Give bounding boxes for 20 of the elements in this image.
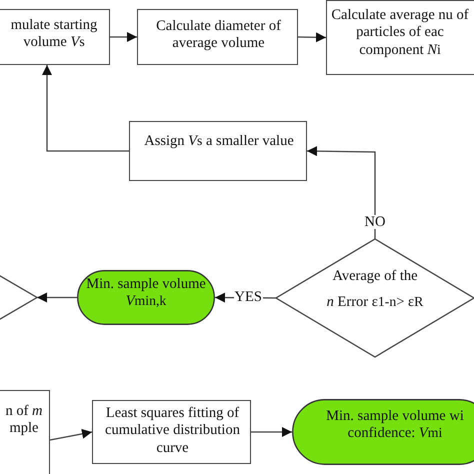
edge-label: YES <box>234 290 263 304</box>
process-box <box>129 121 307 181</box>
node-text: Average of the <box>331 268 419 286</box>
terminal-pill <box>292 399 474 465</box>
process-box <box>137 9 298 65</box>
process-box <box>326 0 474 75</box>
node-text: Least squares fitting of cumulative distribution curve <box>104 405 241 458</box>
arrow <box>307 146 376 239</box>
arrow <box>42 65 129 152</box>
arrow <box>50 428 92 441</box>
arrow <box>37 292 77 302</box>
edge-label: NO <box>364 214 386 229</box>
decision-diamond <box>276 239 474 357</box>
node-text: Calculate diameter of average volume <box>155 18 282 53</box>
arrow <box>298 32 326 42</box>
node-text: n of m mple <box>4 403 44 438</box>
process-box <box>0 9 110 65</box>
process-box <box>92 400 251 464</box>
arrow <box>110 32 137 42</box>
arrow <box>251 427 292 437</box>
